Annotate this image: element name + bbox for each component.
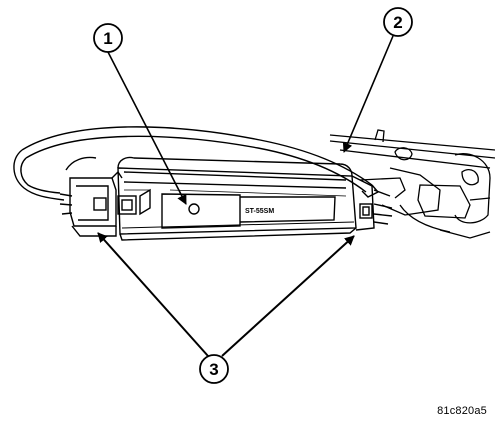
callout-3-leader-left — [97, 232, 209, 357]
callout-1-leader — [107, 51, 187, 205]
callout-1-label: 1 — [103, 29, 112, 48]
left-connector — [59, 156, 123, 237]
callout-2-leader — [342, 35, 394, 153]
callout-2: 2 — [383, 7, 413, 37]
callout-3-leader-right — [221, 235, 355, 357]
callout-3: 3 — [199, 354, 229, 384]
callout-3-label: 3 — [209, 360, 218, 379]
callout-1: 1 — [93, 23, 123, 53]
module-label: ST-55SM — [245, 208, 274, 215]
roof-rail — [329, 129, 495, 239]
figure-id: 81c820a5 — [437, 405, 487, 417]
callout-2-label: 2 — [393, 13, 402, 32]
module-body — [117, 156, 393, 241]
bracket-wire — [13, 126, 380, 201]
